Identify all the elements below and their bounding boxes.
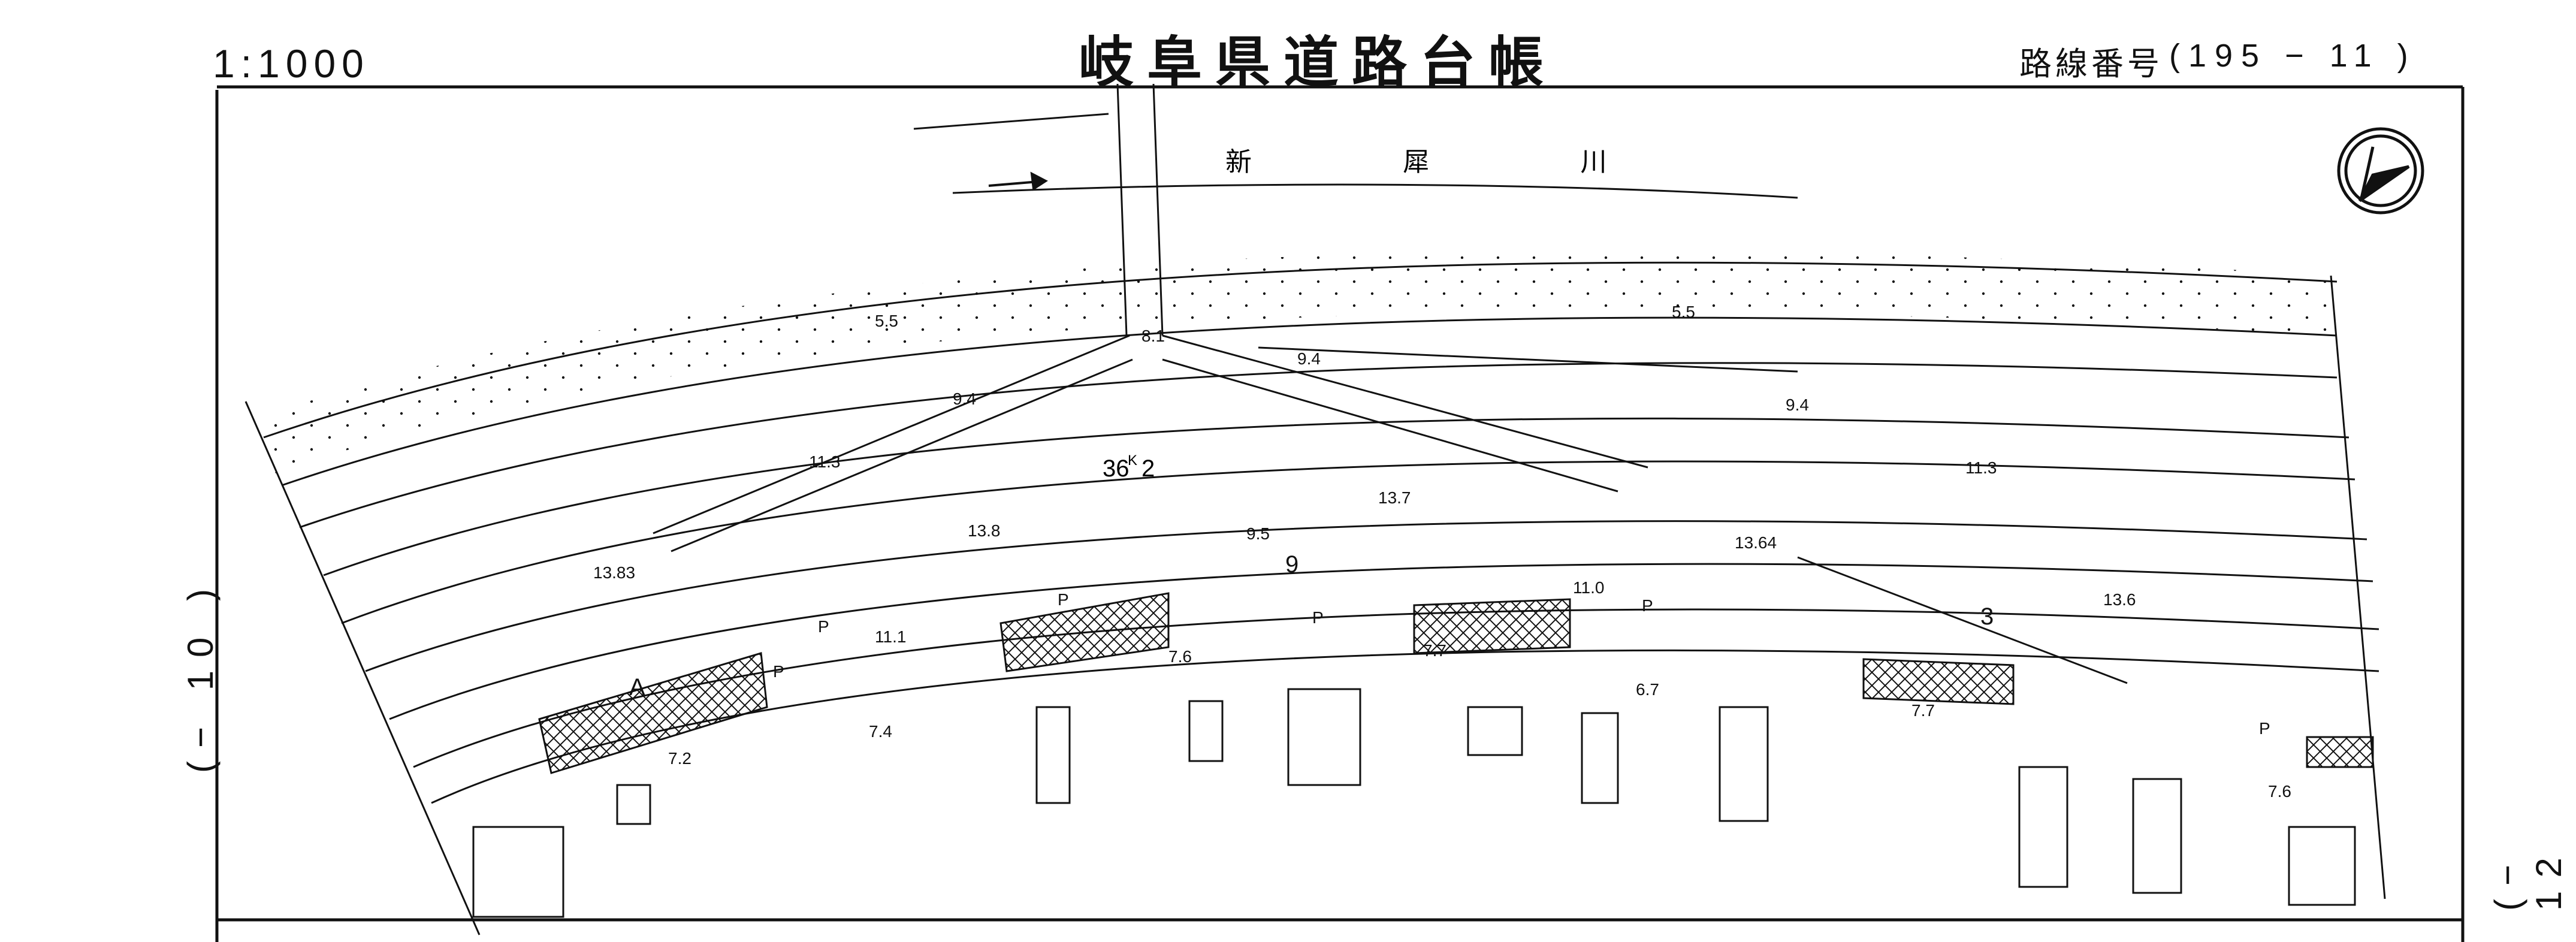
width-labels: 5.5 5.5 8.1 9.4 9.4 9.4 11.3 11.3 13.7 1… xyxy=(593,303,2291,801)
svg-text:6.7: 6.7 xyxy=(1636,680,1659,699)
svg-text:13.6: 13.6 xyxy=(2103,590,2136,609)
svg-text:7.6: 7.6 xyxy=(2268,782,2291,801)
svg-text:7.2: 7.2 xyxy=(668,749,691,768)
svg-text:7.7: 7.7 xyxy=(1423,641,1446,660)
map-scale: 1:1000 xyxy=(213,41,370,86)
buildings xyxy=(472,688,2356,918)
svg-text:7.4: 7.4 xyxy=(869,722,892,741)
svg-text:5.5: 5.5 xyxy=(875,312,898,330)
svg-text:A: A xyxy=(629,674,645,701)
svg-text:9.4: 9.4 xyxy=(953,390,976,408)
svg-text:7.6: 7.6 xyxy=(1168,647,1192,666)
svg-text:9.4: 9.4 xyxy=(1297,349,1321,368)
svg-text:9.4: 9.4 xyxy=(1786,395,1809,414)
svg-text:13.64: 13.64 xyxy=(1735,533,1777,552)
svg-text:P: P xyxy=(2259,719,2270,738)
svg-text:2: 2 xyxy=(1141,455,1155,482)
embankment-dotted-area xyxy=(252,250,2331,473)
svg-text:P: P xyxy=(773,662,784,681)
svg-text:3: 3 xyxy=(1980,603,1994,630)
svg-text:9: 9 xyxy=(1285,551,1298,578)
svg-text:P: P xyxy=(1058,590,1069,609)
svg-text:11.1: 11.1 xyxy=(875,627,906,646)
svg-text:13.7: 13.7 xyxy=(1378,488,1411,507)
svg-text:P: P xyxy=(1642,596,1653,615)
flow-direction-arrow-icon xyxy=(988,171,1048,191)
svg-text:P: P xyxy=(818,617,829,636)
svg-text:5.5: 5.5 xyxy=(1672,303,1695,321)
svg-text:13.8: 13.8 xyxy=(968,521,1001,540)
svg-text:7.7: 7.7 xyxy=(1911,701,1935,720)
svg-text:13.83: 13.83 xyxy=(593,563,635,582)
page-title: 岐阜県道路台帳 xyxy=(1079,31,1557,95)
hatched-zones xyxy=(538,592,2374,774)
svg-text:11.3: 11.3 xyxy=(1965,458,1997,477)
map-frame xyxy=(215,85,2465,942)
svg-text:8.1: 8.1 xyxy=(1141,327,1165,345)
route-number-value: (195 − 11 ) xyxy=(2169,38,2417,74)
svg-text:36: 36 xyxy=(1103,455,1130,482)
ramp-lines xyxy=(653,334,2128,684)
station-marker: 36 K 2 xyxy=(1103,452,1155,482)
svg-text:K: K xyxy=(1128,452,1137,469)
north-arrow-icon xyxy=(2337,127,2424,215)
svg-text:9.5: 9.5 xyxy=(1246,524,1270,543)
svg-text:P: P xyxy=(1312,608,1324,627)
svg-text:11.3: 11.3 xyxy=(809,452,840,471)
river-name: 新 犀 川 xyxy=(1225,147,1678,177)
svg-text:11.0: 11.0 xyxy=(1573,578,1604,597)
route-number-label: 路線番号 xyxy=(2019,45,2163,83)
